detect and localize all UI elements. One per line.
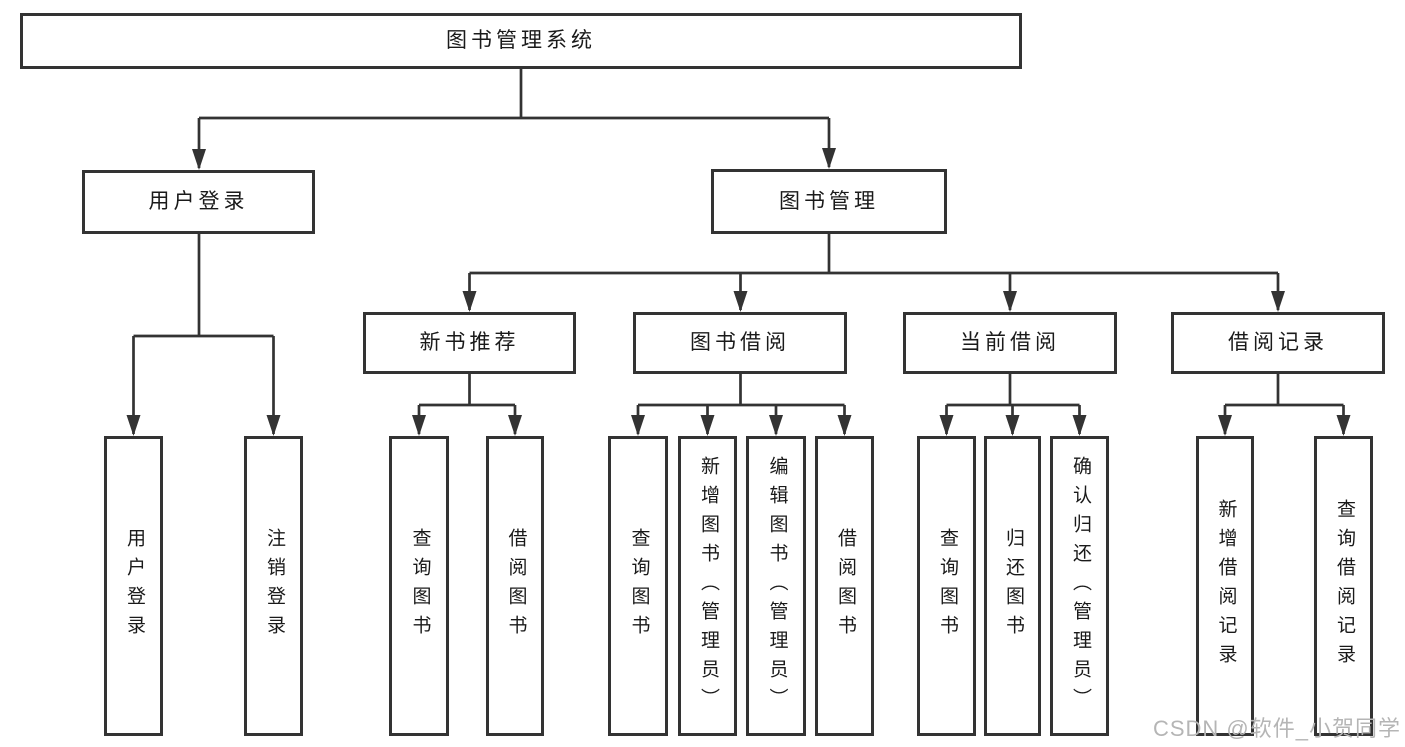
- node-book-borrow-label: 图书借阅: [690, 331, 790, 355]
- leaf-cb-return-book: 归还图书: [984, 436, 1041, 736]
- node-book-mgmt-branch-label: 图书管理: [779, 189, 879, 213]
- leaf-bb-query-book-label: 查询图书: [628, 528, 650, 644]
- leaf-br-add-record-label: 新增借阅记录: [1215, 499, 1237, 673]
- leaf-bb-borrow-book: 借阅图书: [815, 436, 874, 736]
- leaf-nbr-borrow-book-label: 借阅图书: [505, 528, 527, 644]
- leaf-bb-edit-book-label: 编辑图书（管理员）: [766, 455, 788, 717]
- node-user-login-branch: 用户登录: [82, 170, 315, 234]
- node-borrow-records-label: 借阅记录: [1228, 331, 1328, 355]
- leaf-cb-query-book-label: 查询图书: [936, 528, 958, 644]
- leaf-nbr-borrow-book: 借阅图书: [486, 436, 544, 736]
- leaf-bb-query-book: 查询图书: [608, 436, 668, 736]
- watermark: CSDN @软件_小贺同学: [1152, 716, 1401, 741]
- node-borrow-records: 借阅记录: [1171, 312, 1385, 374]
- node-new-book-rec-label: 新书推荐: [419, 331, 520, 355]
- node-root-label: 图书管理系统: [446, 29, 596, 53]
- node-book-borrow: 图书借阅: [633, 312, 847, 374]
- node-book-mgmt-branch: 图书管理: [711, 169, 947, 234]
- node-new-book-rec: 新书推荐: [363, 312, 576, 374]
- connector-paths: [132, 69, 1345, 434]
- node-current-borrow-label: 当前借阅: [960, 331, 1060, 355]
- leaf-cb-return-book-label: 归还图书: [1002, 528, 1024, 644]
- leaf-br-add-record: 新增借阅记录: [1196, 436, 1254, 736]
- node-root: 图书管理系统: [20, 13, 1022, 69]
- leaf-logout-label: 注销登录: [263, 528, 285, 644]
- leaf-user-login-label: 用户登录: [123, 528, 145, 644]
- leaf-cb-query-book: 查询图书: [917, 436, 976, 736]
- leaf-bb-edit-book: 编辑图书（管理员）: [746, 436, 806, 736]
- leaf-bb-add-book-label: 新增图书（管理员）: [697, 455, 719, 717]
- leaf-br-query-record-label: 查询借阅记录: [1333, 499, 1355, 673]
- node-user-login-branch-label: 用户登录: [148, 190, 249, 214]
- leaf-logout: 注销登录: [244, 436, 303, 736]
- leaf-cb-confirm-return: 确认归还（管理员）: [1050, 436, 1109, 736]
- leaf-br-query-record: 查询借阅记录: [1314, 436, 1373, 736]
- leaf-nbr-query-book-label: 查询图书: [409, 528, 431, 644]
- leaf-nbr-query-book: 查询图书: [389, 436, 449, 736]
- arrowheads: [126, 148, 1351, 436]
- leaf-bb-borrow-book-label: 借阅图书: [834, 528, 856, 644]
- leaf-cb-confirm-return-label: 确认归还（管理员）: [1069, 455, 1091, 717]
- leaf-bb-add-book: 新增图书（管理员）: [678, 436, 737, 736]
- leaf-user-login: 用户登录: [104, 436, 163, 736]
- node-current-borrow: 当前借阅: [903, 312, 1117, 374]
